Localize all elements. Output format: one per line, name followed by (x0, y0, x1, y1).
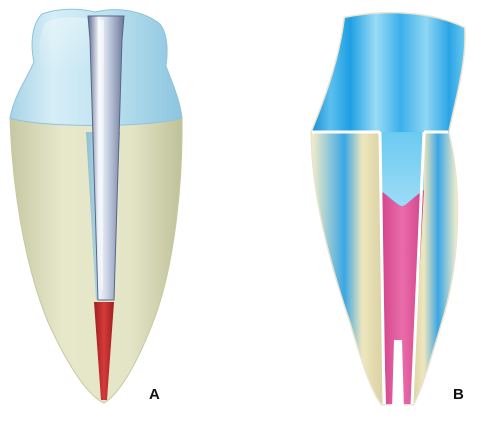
tooth-b-apex-gap (392, 340, 404, 410)
tooth-a (10, 9, 182, 403)
panel-label-a: A (149, 387, 160, 402)
tooth-b (312, 13, 464, 410)
tooth-a-crown-highlight (39, 17, 94, 72)
panel-label-b: B (453, 387, 464, 402)
tooth-b-dentin-left (312, 132, 384, 404)
